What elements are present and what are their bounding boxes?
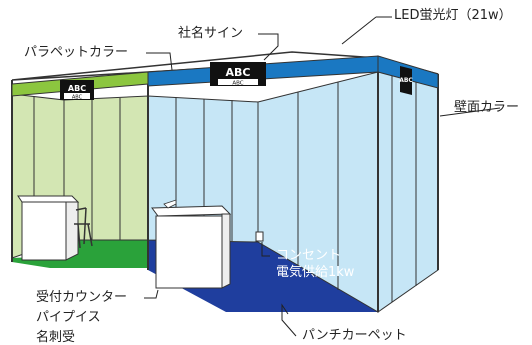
outlet [255, 231, 264, 242]
reception-counter-label: 受付カウンター [36, 290, 128, 305]
counter-center-side [221, 213, 231, 289]
name-card-label: 名刺受 [36, 330, 76, 345]
pipe-chair-label: パイプイス [36, 310, 101, 325]
sign-center-sub-bg [218, 79, 258, 85]
led-label: LED蛍光灯（21w） [394, 8, 512, 23]
counter-center-top [151, 205, 232, 217]
counter-left-side [65, 201, 79, 261]
pipe-chair [74, 207, 93, 249]
company-sign-label: 社名サイン [178, 26, 244, 41]
name-card-holder [163, 199, 177, 209]
sign-left-sub-bg [64, 93, 90, 99]
counter-left-top [17, 195, 80, 203]
sign-center-main: ABC [226, 66, 251, 79]
wall-color-label: 壁面カラー [454, 100, 520, 115]
sign-center-sub: ABC [232, 81, 243, 87]
counter-center [155, 215, 223, 289]
carpet-label: パンチカーペット [302, 328, 407, 343]
parapet-color-label: パラペットカラー [24, 45, 129, 60]
sign-left-sub: ABC [72, 95, 83, 101]
leader-lines [144, 16, 501, 337]
counter-left [21, 201, 67, 261]
sign-right-main: ABC [399, 77, 413, 84]
sign-left-main: ABC [68, 84, 86, 93]
sign-right [400, 66, 412, 95]
end-wall [377, 71, 439, 313]
outlet-label: コンセント [276, 248, 342, 263]
power-supply-label: 電気供給1kw [276, 265, 355, 280]
